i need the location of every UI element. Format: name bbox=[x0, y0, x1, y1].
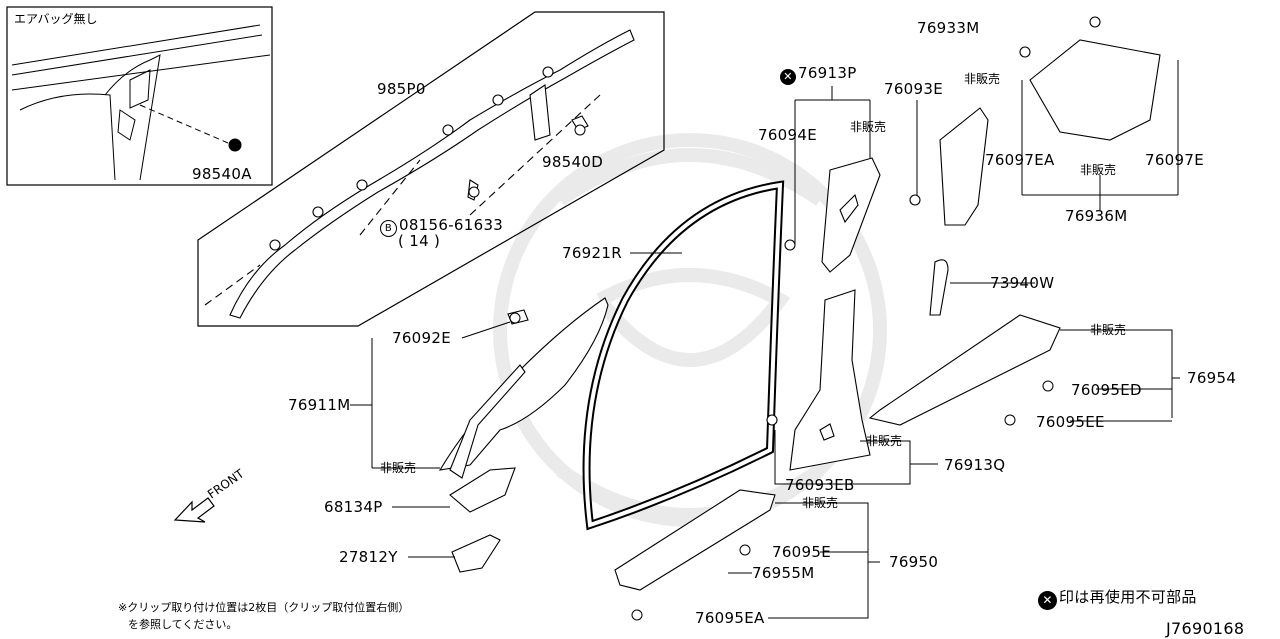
not-for-sale-76913P: 非販売 bbox=[850, 120, 887, 134]
bolt-quantity: ( 14 ) bbox=[398, 232, 441, 250]
front-kicking-plate bbox=[614, 489, 776, 591]
part-number-76913P: 76913P bbox=[798, 64, 857, 82]
part-label-985P0: 985P0 bbox=[377, 80, 426, 98]
part-label-76954: 76954 bbox=[1187, 369, 1237, 387]
part-label-76913P: ✕76913P bbox=[780, 64, 857, 85]
not-for-sale-76950: 非販売 bbox=[802, 496, 839, 510]
part-label-76094E: 76094E bbox=[758, 126, 817, 144]
footnote-line1: ※クリップ取り付け位置は2枚目（クリップ取付位置右側） bbox=[118, 601, 410, 614]
clip-76095E bbox=[739, 544, 751, 556]
diagram-id: J7690168 bbox=[1166, 619, 1245, 638]
b-pillar-lower-trim bbox=[766, 289, 871, 471]
part-label-76921R: 76921R bbox=[562, 244, 622, 262]
part-label-98540D: 98540D bbox=[542, 153, 604, 171]
trim-27812Y bbox=[451, 534, 501, 573]
not-for-sale-76954: 非販売 bbox=[1090, 323, 1127, 337]
part-label-76913Q: 76913Q bbox=[944, 456, 1006, 474]
part-label-76097EA: 76097EA bbox=[985, 151, 1055, 169]
footnote-line2: を参照してください。 bbox=[128, 618, 238, 631]
leader-lines bbox=[350, 60, 1180, 619]
part-label-76936M: 76936M bbox=[1065, 207, 1128, 225]
a-pillar-trim bbox=[438, 297, 609, 479]
clip-76092E bbox=[509, 312, 521, 324]
not-for-sale-76936M: 非販売 bbox=[1080, 163, 1117, 177]
clip-76095EA bbox=[631, 609, 643, 621]
part-label-27812Y: 27812Y bbox=[339, 548, 398, 566]
non-reusable-legend-icon: ✕ bbox=[1038, 591, 1057, 610]
clip-76095ED bbox=[1042, 380, 1054, 392]
legend-text: 印は再使用不可部品 bbox=[1059, 588, 1197, 606]
bolt-b-icon: B bbox=[380, 220, 397, 237]
part-label-76095EE: 76095EE bbox=[1036, 413, 1105, 431]
part-label-76955M: 76955M bbox=[752, 564, 815, 582]
bolt-08156 bbox=[468, 186, 480, 198]
part-label-76093EB: 76093EB bbox=[785, 476, 855, 494]
clip-76095EE bbox=[1004, 414, 1016, 426]
bolt-number: 08156-61633 bbox=[399, 216, 504, 234]
not-for-sale-76913Q: 非販売 bbox=[866, 434, 903, 448]
b-pillar-upper-trim bbox=[784, 157, 881, 273]
part-label-76095ED: 76095ED bbox=[1071, 381, 1142, 399]
watermark-emblem bbox=[493, 133, 887, 527]
rear-quarter-trim-76936M bbox=[1019, 16, 1161, 141]
part-label-76933M: 76933M bbox=[917, 19, 980, 37]
assist-grip-73940W bbox=[929, 259, 949, 316]
part-label-76092E: 76092E bbox=[392, 329, 451, 347]
part-label-76095E: 76095E bbox=[772, 543, 831, 561]
not-for-sale-76911M: 非販売 bbox=[380, 461, 417, 475]
part-label-73940W: 73940W bbox=[990, 274, 1055, 292]
inset-body-panel bbox=[11, 24, 271, 181]
inset-title: エアバッグ無し bbox=[14, 12, 98, 26]
front-arrow-icon bbox=[173, 497, 215, 523]
rear-pillar-trim-76933M bbox=[909, 107, 989, 226]
airbag-frame bbox=[197, 11, 665, 327]
part-label-76097E: 76097E bbox=[1145, 151, 1204, 169]
part-label-98540A: 98540A bbox=[192, 165, 252, 183]
part-label-76950: 76950 bbox=[889, 553, 939, 571]
rear-kicking-plate bbox=[868, 314, 1061, 426]
non-reusable-icon: ✕ bbox=[780, 69, 796, 85]
part-label-68134P: 68134P bbox=[324, 498, 383, 516]
part-label-76093E: 76093E bbox=[884, 80, 943, 98]
legend: ✕印は再使用不可部品 bbox=[1038, 588, 1197, 610]
clip-98540D bbox=[574, 124, 586, 136]
inset-frame bbox=[6, 6, 273, 186]
part-label-76095EA: 76095EA bbox=[695, 609, 765, 627]
part-label-76911M: 76911M bbox=[288, 396, 351, 414]
not-for-sale-76933M: 非販売 bbox=[964, 72, 1001, 86]
weatherstrip-76921R bbox=[582, 180, 785, 531]
kick-trim-68134P bbox=[449, 467, 516, 513]
